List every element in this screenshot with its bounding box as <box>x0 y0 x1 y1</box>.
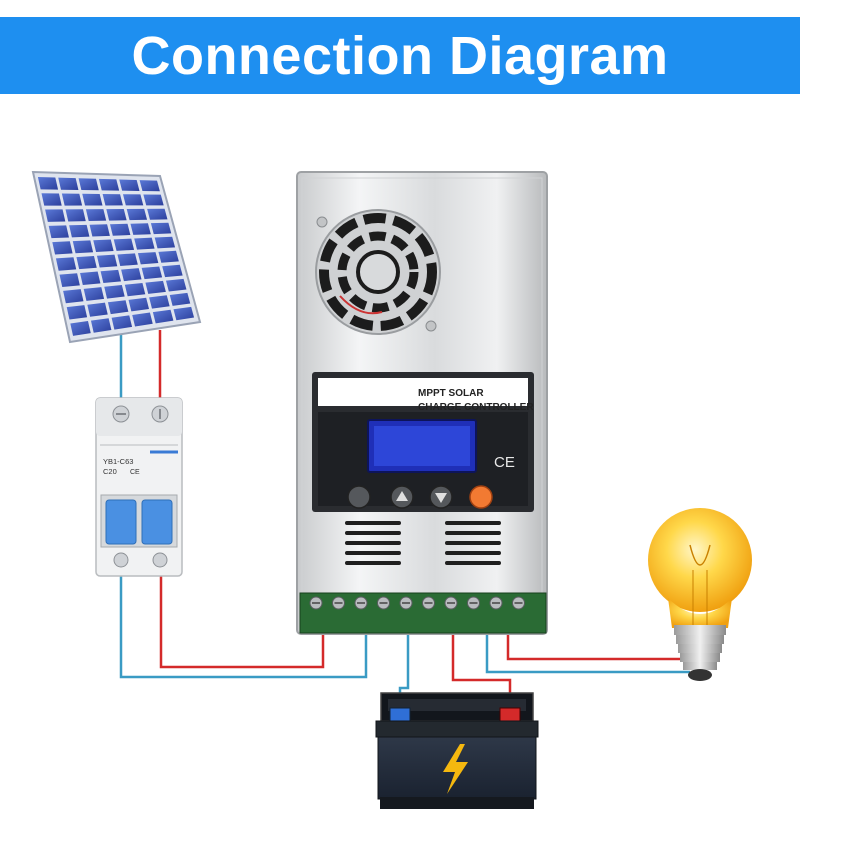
light-bulb-icon <box>648 508 752 681</box>
load-negative-wire <box>485 630 690 674</box>
wires <box>119 330 690 712</box>
solar-cell <box>139 180 160 192</box>
breaker-negative-wire <box>119 575 368 679</box>
controller-label-line1: MPPT SOLAR <box>418 388 484 399</box>
solar-cell <box>137 252 159 265</box>
solar-cell <box>96 254 118 268</box>
solar-cell <box>149 295 170 309</box>
solar-cell <box>143 194 164 206</box>
battery-negative-terminal <box>389 707 411 723</box>
solar-cell <box>85 209 107 222</box>
solar-cell <box>110 223 131 236</box>
breaker-rating-label: C20 <box>103 467 117 476</box>
charge-controller-icon: MPPT SOLAR CHARGE CONTROLLER CE <box>296 171 548 635</box>
up-arrow-icon <box>396 491 408 501</box>
solar-cell <box>59 273 80 288</box>
solar-cell <box>147 208 168 220</box>
solar-cell <box>98 178 120 191</box>
load-positive-wire <box>506 630 690 661</box>
solar-cell <box>93 239 114 253</box>
solar-cell <box>107 300 129 315</box>
solar-cell <box>124 282 146 297</box>
vent-slots <box>345 521 501 565</box>
breaker-positive-wire <box>159 575 325 669</box>
solar-cell <box>80 271 101 286</box>
lightning-bolt-icon <box>443 744 468 794</box>
solar-cell <box>83 287 105 301</box>
solar-cell <box>87 302 108 317</box>
solar-cell <box>173 306 195 321</box>
solar-panel-icon <box>31 170 202 344</box>
solar-cell <box>128 297 150 312</box>
solar-cell <box>78 178 99 191</box>
solar-cell <box>48 225 69 239</box>
page-title: Connection Diagram <box>131 25 669 86</box>
solar-cell <box>52 241 73 255</box>
solar-cell <box>141 266 163 280</box>
solar-cell <box>104 285 125 299</box>
solar-cell <box>169 292 191 306</box>
solar-cell <box>150 222 172 235</box>
solar-cell <box>117 253 138 266</box>
circuit-breaker-icon: YB1-C63 C20 CE <box>95 397 183 577</box>
solar-cell <box>61 193 83 206</box>
solar-cell <box>70 321 91 336</box>
breaker-toggle-2[interactable] <box>141 499 173 545</box>
solar-cell <box>63 289 84 304</box>
solar-cell <box>37 177 59 190</box>
esc-button[interactable] <box>347 485 371 509</box>
solar-cell <box>126 208 148 221</box>
solar-cell <box>162 264 183 278</box>
solar-cell <box>152 309 174 324</box>
breaker-model-label: YB1-C63 <box>103 457 133 466</box>
solar-cell <box>113 238 135 251</box>
solar-cell <box>65 209 86 222</box>
solar-cell <box>45 209 66 222</box>
solar-cell <box>134 237 155 250</box>
solar-cell <box>76 255 97 270</box>
solar-cell <box>66 305 88 320</box>
solar-cell <box>82 193 103 206</box>
solar-cell <box>89 224 110 237</box>
solar-cell <box>132 312 153 327</box>
solar-cell <box>55 257 77 271</box>
fan-grille <box>315 209 441 335</box>
solar-cell <box>130 223 151 235</box>
breaker-ce-mark: CE <box>130 469 140 476</box>
solar-cell <box>69 224 90 238</box>
solar-cell <box>154 236 176 249</box>
solar-cell <box>121 268 142 282</box>
solar-cell <box>102 193 123 206</box>
battery-icon <box>375 692 539 809</box>
solar-cell <box>145 280 166 294</box>
solar-cell <box>58 177 79 190</box>
solar-cell <box>119 179 140 191</box>
enter-button[interactable] <box>469 485 493 509</box>
solar-cell <box>72 240 94 254</box>
solar-cell <box>90 318 112 333</box>
terminal-block <box>299 592 547 634</box>
solar-cell <box>111 315 133 330</box>
solar-cell <box>158 250 179 263</box>
solar-cell <box>100 269 121 284</box>
solar-cell <box>106 208 127 221</box>
battery-positive-terminal <box>499 707 521 723</box>
solar-cell <box>41 193 62 206</box>
title-bar: Connection Diagram <box>0 17 800 94</box>
controller-label-line2: CHARGE CONTROLLER <box>418 402 534 413</box>
down-arrow-icon <box>435 493 447 503</box>
controller-ce-mark: CE <box>494 454 515 471</box>
breaker-toggle-1[interactable] <box>105 499 137 545</box>
solar-cell <box>122 194 144 206</box>
solar-cell <box>165 278 187 292</box>
